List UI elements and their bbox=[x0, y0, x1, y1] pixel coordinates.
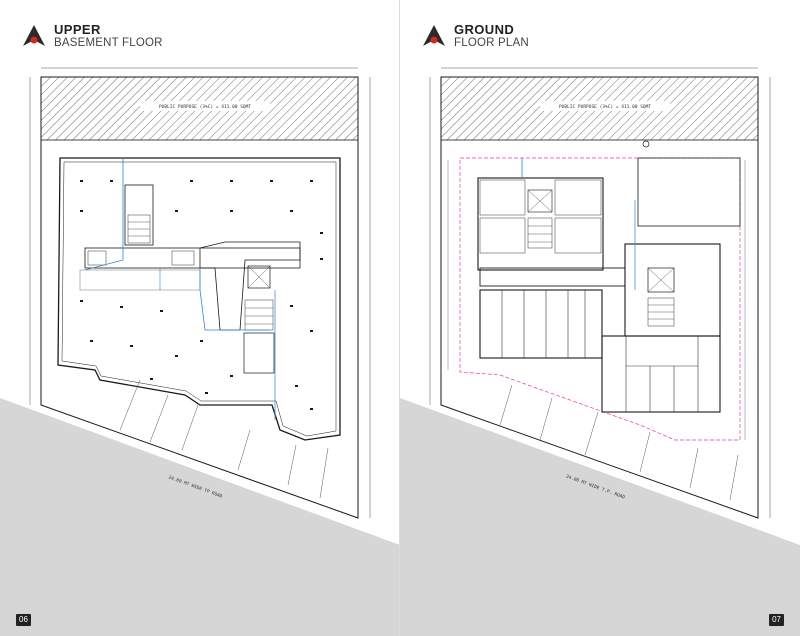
road-area bbox=[0, 398, 400, 636]
page-title: GROUND bbox=[454, 22, 515, 37]
hatch-label: PUBLIC PURPOSE (3%C) = 411.00 SQMT bbox=[159, 104, 251, 110]
left-page: PUBLIC PURPOSE (3%C) = 411.00 SQMT bbox=[0, 23, 400, 636]
page-number: 07 bbox=[769, 614, 784, 626]
brand-logo-icon bbox=[423, 25, 445, 47]
basement-footprint bbox=[57, 157, 341, 441]
hatch-label: PUBLIC PURPOSE (3%C) = 411.00 SQMT bbox=[559, 104, 651, 110]
brand-logo-icon bbox=[23, 25, 45, 47]
ground-floor-plan: PUBLIC PURPOSE (3%C) = 411.00 SQMT bbox=[400, 67, 800, 636]
page-header: GROUND FLOOR PLAN bbox=[422, 23, 529, 50]
page-number: 06 bbox=[16, 614, 31, 626]
upper-basement-floor-plan: PUBLIC PURPOSE (3%C) = 411.00 SQMT bbox=[0, 67, 400, 636]
page-subtitle: BASEMENT FLOOR bbox=[54, 37, 163, 49]
right-page: PUBLIC PURPOSE (3%C) = 411.00 SQMT bbox=[400, 0, 800, 636]
page-title: UPPER bbox=[54, 22, 101, 37]
road-area bbox=[400, 398, 800, 636]
page-header: UPPER BASEMENT FLOOR bbox=[22, 23, 163, 50]
page-subtitle: FLOOR PLAN bbox=[454, 37, 529, 49]
